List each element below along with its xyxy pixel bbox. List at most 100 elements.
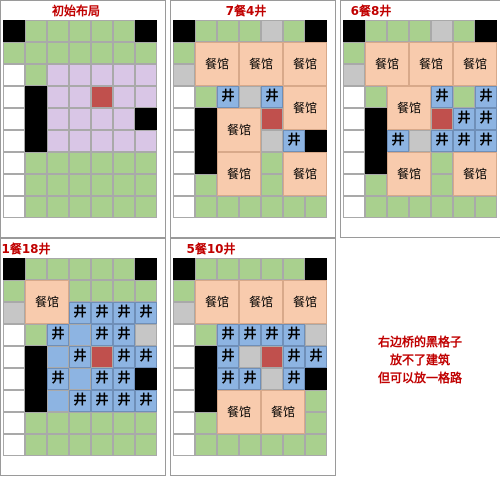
panel-5-restaurants-10-wells: 5餐10井 餐馆餐馆餐馆餐馆餐馆井井井井井井井井井井	[170, 238, 336, 476]
grass-tile	[283, 434, 305, 456]
empty-tile	[343, 86, 365, 108]
well-building: 井	[217, 368, 239, 390]
blocked-tile	[475, 20, 497, 42]
empty-tile	[173, 174, 195, 196]
grass-tile	[453, 86, 475, 108]
grass-tile	[261, 196, 283, 218]
empty-tile	[3, 86, 25, 108]
blocked-tile	[195, 390, 217, 412]
grass-tile	[239, 196, 261, 218]
blocked-tile	[25, 108, 47, 130]
blocked-tile	[25, 368, 47, 390]
empty-tile	[173, 368, 195, 390]
blocked-tile	[195, 152, 217, 174]
grass-tile	[69, 20, 91, 42]
blocked-tile	[25, 346, 47, 368]
empty-tile	[3, 324, 25, 346]
well-building: 井	[387, 130, 409, 152]
empty-tile	[173, 86, 195, 108]
empty-tile	[343, 196, 365, 218]
grass-tile	[113, 412, 135, 434]
restaurant-building: 餐馆	[283, 42, 327, 86]
grass-tile	[195, 324, 217, 346]
blocked-tile	[195, 130, 217, 152]
grass-tile	[453, 196, 475, 218]
well-building: 井	[475, 86, 497, 108]
note-line: 右边桥的黑格子	[377, 335, 462, 349]
grass-tile	[69, 152, 91, 174]
grass-tile	[217, 196, 239, 218]
grass-tile	[305, 412, 327, 434]
well-building: 井	[69, 346, 91, 368]
grass-tile	[91, 258, 113, 280]
grass-tile	[47, 20, 69, 42]
empty-tile	[173, 324, 195, 346]
blocked-tile	[365, 130, 387, 152]
grass-tile	[25, 324, 47, 346]
well-building: 井	[305, 346, 327, 368]
grass-tile	[47, 412, 69, 434]
grass-tile	[3, 280, 25, 302]
road-tile	[261, 368, 283, 390]
grass-tile	[91, 174, 113, 196]
restaurant-building: 餐馆	[283, 152, 327, 196]
blocked-tile	[135, 368, 157, 390]
restaurant-building: 餐馆	[387, 86, 431, 130]
blocked-tile	[135, 258, 157, 280]
empty-tile	[3, 64, 25, 86]
grass-tile	[239, 434, 261, 456]
restaurant-building: 餐馆	[283, 86, 327, 130]
empty-tile	[173, 390, 195, 412]
grass-tile	[217, 258, 239, 280]
grass-tile	[113, 152, 135, 174]
grass-tile	[173, 280, 195, 302]
grass-tile	[135, 174, 157, 196]
grass-tile	[431, 152, 453, 174]
empty-tile	[3, 434, 25, 456]
road-tile	[173, 302, 195, 324]
grass-tile	[409, 196, 431, 218]
grass-tile	[195, 174, 217, 196]
note-line: 放不了建筑	[389, 353, 450, 367]
zone-tile	[69, 130, 91, 152]
well-building: 井	[431, 130, 453, 152]
grass-tile	[25, 20, 47, 42]
grass-tile	[113, 20, 135, 42]
restaurant-building: 餐馆	[195, 42, 239, 86]
empty-tile	[3, 130, 25, 152]
empty-tile	[173, 108, 195, 130]
well-building: 井	[475, 108, 497, 130]
grass-tile	[25, 434, 47, 456]
blocked-tile	[305, 20, 327, 42]
grass-tile	[365, 86, 387, 108]
zone-tile	[135, 130, 157, 152]
zone-tile	[113, 64, 135, 86]
well-building: 井	[261, 86, 283, 108]
well-building: 井	[431, 86, 453, 108]
empty-tile	[3, 174, 25, 196]
grass-tile	[47, 196, 69, 218]
well-building: 井	[113, 368, 135, 390]
panel-title: 1餐18井	[1, 242, 51, 256]
zone-tile	[47, 86, 69, 108]
panel-7-restaurants-4-wells: 7餐4井 餐馆餐馆餐馆餐馆餐馆餐馆餐馆井井井	[170, 0, 336, 238]
grass-tile	[239, 258, 261, 280]
grass-tile	[135, 152, 157, 174]
grass-tile	[113, 174, 135, 196]
zone-tile	[113, 86, 135, 108]
blocked-tile	[365, 108, 387, 130]
grass-tile	[25, 42, 47, 64]
empty-tile	[3, 108, 25, 130]
restaurant-building: 餐馆	[217, 390, 261, 434]
zone-tile	[47, 130, 69, 152]
grass-tile	[25, 196, 47, 218]
road-tile	[135, 324, 157, 346]
grass-tile	[365, 174, 387, 196]
bridge-note: 右边桥的黑格子 放不了建筑 但可以放一格路	[360, 333, 480, 387]
grass-tile	[69, 412, 91, 434]
grass-tile	[47, 434, 69, 456]
grass-tile	[173, 42, 195, 64]
grass-tile	[69, 174, 91, 196]
center-tile	[261, 108, 283, 130]
grass-tile	[47, 174, 69, 196]
